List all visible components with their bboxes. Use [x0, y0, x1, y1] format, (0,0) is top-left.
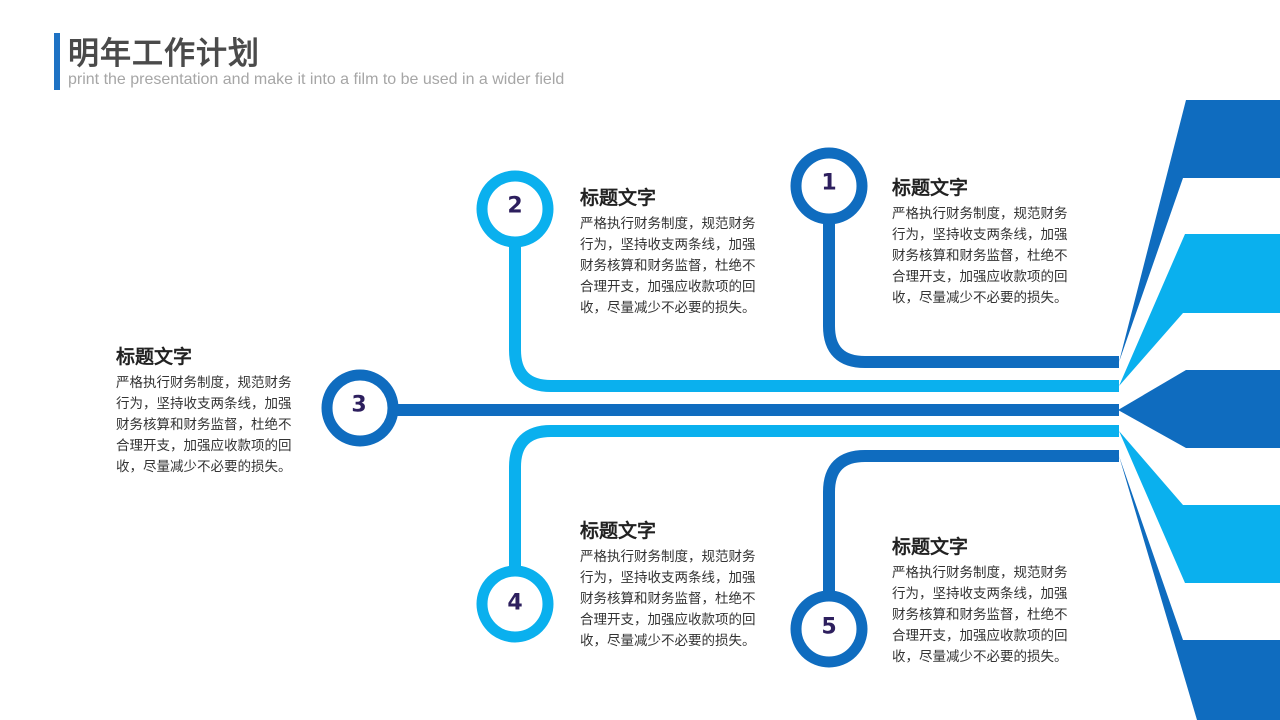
node-2: 2 [476, 170, 554, 248]
node-1-text: 标题文字 严格执行财务制度，规范财务行为，坚持收支两条线，加强财务核算和财务监督… [892, 173, 1082, 309]
node-4-heading: 标题文字 [580, 520, 657, 542]
node-2-text: 标题文字 严格执行财务制度，规范财务行为，坚持收支两条线，加强财务核算和财务监督… [580, 183, 770, 319]
node-2-number: 2 [507, 194, 522, 219]
connector-5 [823, 450, 1119, 628]
fan-band-1 [1119, 100, 1280, 362]
fan-band-3 [1118, 370, 1280, 448]
page-subtitle: print the presentation and make it into … [68, 71, 565, 88]
node-5-number: 5 [821, 615, 836, 640]
connector-2 [509, 211, 1119, 392]
node-3-number: 3 [351, 393, 366, 418]
node-4: 4 [476, 565, 554, 643]
node-5-heading: 标题文字 [892, 536, 969, 558]
node-5-text: 标题文字 严格执行财务制度，规范财务行为，坚持收支两条线，加强财务核算和财务监督… [892, 532, 1082, 668]
node-3-body: 严格执行财务制度，规范财务行为，坚持收支两条线，加强财务核算和财务监督，杜绝不合… [116, 375, 292, 475]
page-title: 明年工作计划 [68, 36, 260, 72]
node-1-heading: 标题文字 [892, 177, 969, 199]
fan-band-4 [1119, 431, 1280, 583]
node-2-heading: 标题文字 [580, 187, 657, 209]
node-1: 1 [790, 147, 868, 225]
node-3-text: 标题文字 严格执行财务制度，规范财务行为，坚持收支两条线，加强财务核算和财务监督… [116, 342, 306, 478]
node-5-body: 严格执行财务制度，规范财务行为，坚持收支两条线，加强财务核算和财务监督，杜绝不合… [892, 565, 1068, 665]
node-3: 3 [321, 369, 399, 447]
node-4-text: 标题文字 严格执行财务制度，规范财务行为，坚持收支两条线，加强财务核算和财务监督… [580, 516, 770, 652]
node-3-heading: 标题文字 [116, 346, 193, 368]
fan-band-5 [1119, 456, 1280, 720]
node-4-number: 4 [507, 591, 522, 616]
node-1-body: 严格执行财务制度，规范财务行为，坚持收支两条线，加强财务核算和财务监督，杜绝不合… [892, 206, 1068, 306]
node-2-body: 严格执行财务制度，规范财务行为，坚持收支两条线，加强财务核算和财务监督，杜绝不合… [580, 216, 756, 316]
node-4-body: 严格执行财务制度，规范财务行为，坚持收支两条线，加强财务核算和财务监督，杜绝不合… [580, 549, 756, 649]
node-5: 5 [790, 590, 868, 668]
fan-band-2 [1119, 234, 1280, 386]
title-accent-bar [54, 33, 60, 90]
connector-4 [509, 425, 1119, 604]
node-1-number: 1 [821, 171, 836, 196]
connector-1 [823, 186, 1119, 368]
